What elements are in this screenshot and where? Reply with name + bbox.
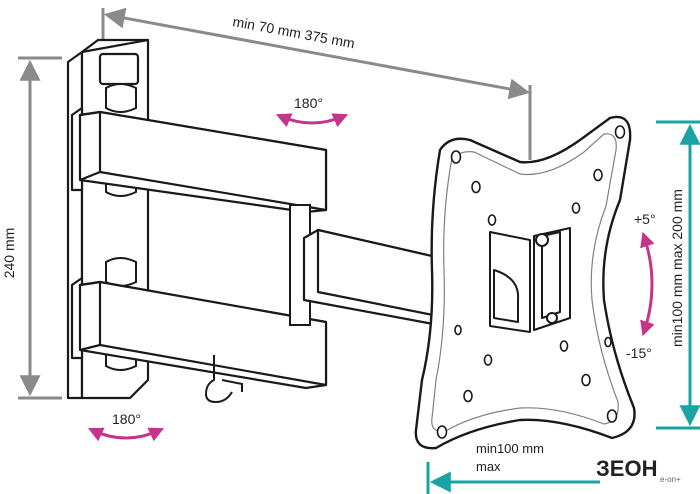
height-dimension: 240 mm xyxy=(1,56,62,400)
swivel-bottom-indicator: 180° xyxy=(87,411,165,442)
vesa-horizontal-dimension: min100 mm max xyxy=(426,438,600,494)
upper-arm xyxy=(78,110,328,214)
vesa-horizontal-min-label: min100 mm xyxy=(476,441,544,456)
brand-logo-sublabel: e-on+ xyxy=(660,475,681,484)
swivel-bottom-label: 180° xyxy=(112,411,141,427)
lower-arm xyxy=(78,280,328,390)
brand-logo-text: ЗЕОН xyxy=(596,456,657,481)
vesa-vertical-dimension: min100 mm max 200 mm xyxy=(656,120,700,430)
depth-label: min 70 mm 375 mm xyxy=(231,13,356,51)
tilt-up-label: +5° xyxy=(634,211,656,227)
swivel-top-indicator: 180° xyxy=(275,95,349,128)
vesa-vertical-label: min100 mm max 200 mm xyxy=(669,189,685,347)
tilt-bracket xyxy=(489,227,571,333)
extension-arm xyxy=(302,228,460,328)
swivel-top-label: 180° xyxy=(294,95,323,111)
tilt-indicator: +5° -15° xyxy=(626,211,656,361)
height-label: 240 mm xyxy=(1,228,17,279)
brand-logo: ЗЕОН e-on+ xyxy=(596,456,681,484)
vesa-horizontal-max-label: max xyxy=(476,459,501,474)
cable-hook xyxy=(204,355,243,404)
tv-mount-plate xyxy=(414,115,636,450)
depth-arrow xyxy=(103,7,531,100)
tilt-down-label: -15° xyxy=(626,345,652,361)
